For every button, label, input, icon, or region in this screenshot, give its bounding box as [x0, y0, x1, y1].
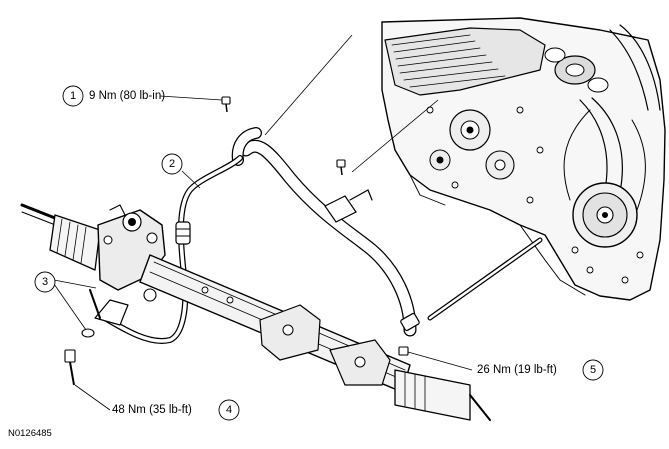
callout-4: 48 Nm (35 lb-ft) 4 [112, 399, 240, 421]
figure-reference-id: N0126485 [8, 428, 52, 439]
bolt-item-1 [221, 96, 346, 176]
svg-text:48 Nm (35 lb-ft): 48 Nm (35 lb-ft) [112, 404, 192, 416]
return-hose [231, 127, 420, 337]
callout-3: 3 [34, 271, 56, 293]
bolt-item-4 [64, 349, 76, 386]
tie-rod-item-5 [398, 237, 543, 356]
svg-text:1: 1 [70, 90, 76, 102]
svg-text:5: 5 [590, 364, 596, 376]
callout-2: 2 [161, 153, 183, 175]
engine-illustration [381, 17, 666, 301]
bolt-item-3 [81, 328, 95, 338]
svg-text:4: 4 [226, 404, 232, 416]
svg-text:26 Nm (19 lb-ft): 26 Nm (19 lb-ft) [477, 364, 557, 376]
svg-text:9 Nm (80 lb-in): 9 Nm (80 lb-in) [89, 90, 165, 102]
callout-1: 1 9 Nm (80 lb-in) [62, 85, 165, 107]
steering-gear [20, 203, 491, 421]
leader-lines [53, 34, 473, 411]
svg-text:3: 3 [42, 276, 48, 288]
svg-text:2: 2 [169, 158, 175, 170]
callout-5: 26 Nm (19 lb-ft) 5 [477, 359, 604, 381]
